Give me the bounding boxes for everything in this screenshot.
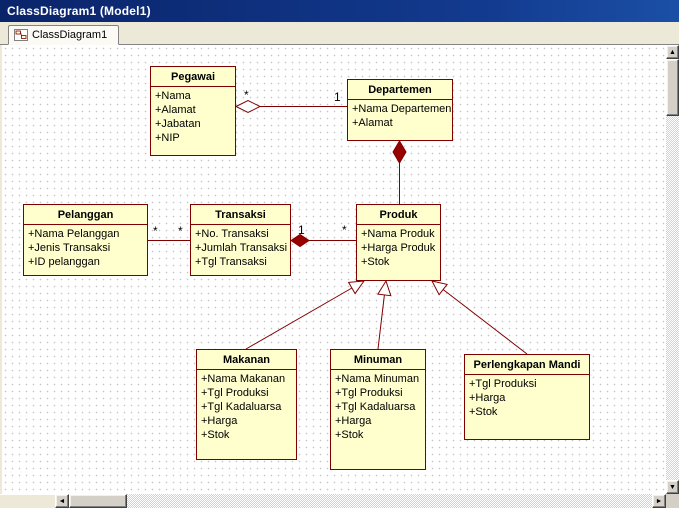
window-title: ClassDiagram1 (Model1)	[7, 4, 151, 18]
class-name: Departemen	[348, 80, 452, 100]
class-attributes: +Nama Minuman +Tgl Produksi +Tgl Kadaluars…	[331, 370, 425, 442]
class-attribute: +No. Transaksi	[195, 228, 269, 240]
class-attributes: +Nama Makanan +Tgl Produksi +Tgl Kadaluars…	[197, 370, 296, 442]
class-attribute: +Nama Departemen	[352, 103, 452, 115]
class-attribute: +Alamat	[155, 104, 196, 116]
down-arrow-icon: ▼	[669, 483, 676, 491]
class-attribute: +Tgl Produksi	[201, 387, 269, 399]
class-attribute: +Jabatan	[155, 118, 201, 130]
scroll-left-button[interactable]: ◄	[55, 494, 69, 508]
scroll-right-button[interactable]: ►	[652, 494, 666, 508]
class-attribute: +Tgl Kadaluarsa	[335, 401, 416, 413]
tab-classdiagram1[interactable]: ClassDiagram1	[8, 25, 120, 45]
class-pegawai[interactable]: Pegawai +Nama +Alamat +Jabatan +NIP	[150, 66, 236, 156]
class-transaksi[interactable]: Transaksi +No. Transaksi +Jumlah Transaks…	[190, 204, 291, 276]
class-attribute: +Nama Produk	[361, 228, 435, 240]
scroll-up-button[interactable]: ▲	[666, 45, 679, 59]
multiplicity-label: *	[244, 88, 249, 102]
class-attribute: +Harga	[201, 415, 238, 427]
class-produk[interactable]: Produk +Nama Produk +Harga Produk +Stok	[356, 204, 441, 281]
class-name: Pelanggan	[24, 205, 147, 225]
class-name: Makanan	[197, 350, 296, 370]
left-arrow-icon: ◄	[58, 497, 66, 505]
class-attribute: +Nama Minuman	[335, 373, 420, 385]
vertical-scrollbar-track[interactable]	[666, 116, 679, 480]
class-name: Perlengkapan Mandi	[465, 355, 589, 375]
multiplicity-label: 1	[334, 90, 341, 104]
class-attribute: +Tgl Produksi	[469, 378, 537, 390]
tab-label: ClassDiagram1	[32, 29, 108, 41]
multiplicity-label: *	[178, 224, 183, 238]
class-attribute: +Harga Produk	[361, 242, 436, 254]
window-titlebar[interactable]: ClassDiagram1 (Model1)	[0, 0, 679, 22]
vertical-scrollbar-thumb[interactable]	[666, 59, 679, 116]
class-attributes: +Nama Departemen +Alamat	[348, 100, 452, 130]
class-pelanggan[interactable]: Pelanggan +Nama Pelanggan +Jenis Transaks…	[23, 204, 148, 276]
class-departemen[interactable]: Departemen +Nama Departemen +Alamat	[347, 79, 453, 141]
scrollbar-corner	[666, 494, 679, 508]
class-attribute: +NIP	[155, 132, 180, 144]
class-name: Produk	[357, 205, 440, 225]
class-name: Transaksi	[191, 205, 290, 225]
class-name: Pegawai	[151, 67, 235, 87]
class-attribute: +Tgl Produksi	[335, 387, 403, 399]
class-attribute: +Jenis Transaksi	[28, 242, 111, 254]
class-diagram-icon	[14, 29, 28, 41]
scrollbar-spacer	[0, 494, 55, 508]
multiplicity-label: *	[342, 223, 347, 237]
horizontal-scrollbar-track[interactable]	[127, 494, 652, 508]
class-perlengkapan-mandi[interactable]: Perlengkapan Mandi +Tgl Produksi +Harga +S…	[464, 354, 590, 440]
multiplicity-label: 1	[298, 223, 305, 237]
horizontal-scrollbar[interactable]: ◄ ►	[55, 494, 666, 508]
class-attributes: +Tgl Produksi +Harga +Stok	[465, 375, 589, 419]
class-attribute: +Tgl Kadaluarsa	[201, 401, 282, 413]
class-attributes: +Nama Pelanggan +Jenis Transaksi +ID pelan…	[24, 225, 147, 269]
class-attribute: +Nama	[155, 90, 191, 102]
bottom-bar: ◄ ►	[0, 494, 679, 508]
multiplicity-label: *	[153, 224, 158, 238]
class-attribute: +Alamat	[352, 117, 393, 129]
class-attribute: +Harga	[335, 415, 372, 427]
class-attribute: +Stok	[201, 429, 230, 441]
class-minuman[interactable]: Minuman +Nama Minuman +Tgl Produksi +Tgl K…	[330, 349, 426, 470]
class-attributes: +No. Transaksi +Jumlah Transaksi +Tgl Tran…	[191, 225, 290, 269]
class-attribute: +Jumlah Transaksi	[195, 242, 288, 254]
diagram-tab-strip: ClassDiagram1	[0, 22, 679, 45]
right-arrow-icon: ►	[655, 497, 663, 505]
vertical-scrollbar[interactable]: ▲ ▼	[666, 45, 679, 494]
up-arrow-icon: ▲	[669, 48, 676, 56]
class-attribute: +Stok	[361, 256, 390, 268]
class-attribute: +Harga	[469, 392, 506, 404]
class-makanan[interactable]: Makanan +Nama Makanan +Tgl Produksi +Tgl K…	[196, 349, 297, 460]
class-attribute: +Nama Makanan	[201, 373, 286, 385]
class-attributes: +Nama +Alamat +Jabatan +NIP	[151, 87, 235, 145]
class-attribute: +Nama Pelanggan	[28, 228, 120, 240]
horizontal-scrollbar-thumb[interactable]	[69, 494, 127, 508]
class-attribute: +ID pelanggan	[28, 256, 100, 268]
class-attribute: +Stok	[469, 406, 498, 418]
scroll-down-button[interactable]: ▼	[666, 480, 679, 494]
class-attributes: +Nama Produk +Harga Produk +Stok	[357, 225, 440, 269]
class-name: Minuman	[331, 350, 425, 370]
class-attribute: +Tgl Transaksi	[195, 256, 267, 268]
class-attribute: +Stok	[335, 429, 364, 441]
